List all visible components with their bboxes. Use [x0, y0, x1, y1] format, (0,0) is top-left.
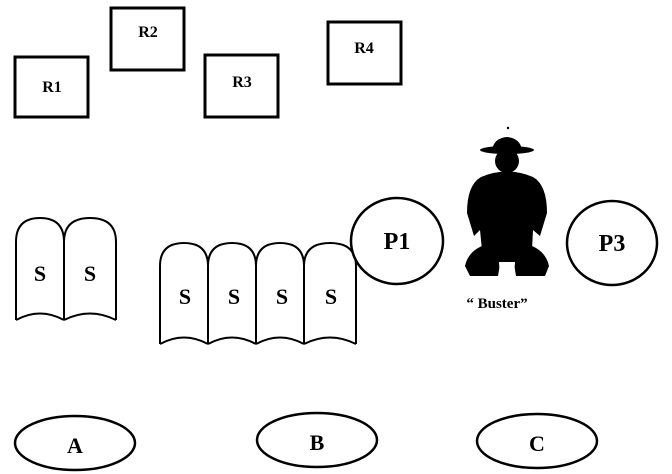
- shelf-unit: S: [159, 241, 209, 345]
- shelf-group-a: S S: [15, 216, 117, 321]
- zone-b: B: [255, 411, 379, 469]
- shelf-label: S: [34, 261, 46, 286]
- room-r4-label: R4: [354, 40, 374, 57]
- zone-a-label: A: [67, 433, 83, 458]
- shelf-label: S: [84, 261, 96, 286]
- room-r4: R4: [326, 20, 403, 86]
- room-r3: R3: [203, 53, 280, 119]
- position-p3: P3: [565, 199, 659, 287]
- room-r2-label: R2: [138, 24, 158, 41]
- shelf-label: S: [228, 284, 240, 309]
- figure-caption: “ Buster”: [466, 296, 527, 312]
- zone-c: C: [475, 412, 599, 470]
- shelf-unit: S: [207, 241, 257, 345]
- zone-c-label: C: [529, 431, 545, 456]
- position-p1: P1: [349, 196, 445, 286]
- room-r1-label: R1: [42, 79, 62, 96]
- room-r2: R2: [109, 6, 186, 72]
- shelf-unit: S: [15, 216, 65, 321]
- crouching-person-silhouette-icon: [465, 126, 549, 277]
- position-p1-label: P1: [384, 229, 411, 255]
- shelf-group-b: S S S S: [159, 241, 357, 345]
- shelf-unit: S: [303, 241, 357, 345]
- shelf-label: S: [276, 284, 288, 309]
- room-r3-label: R3: [232, 74, 252, 91]
- shelf-unit: S: [255, 241, 305, 345]
- room-r1: R1: [13, 55, 90, 119]
- shelf-unit: S: [63, 216, 117, 321]
- shelf-label: S: [179, 284, 191, 309]
- zone-a: A: [13, 414, 137, 472]
- zone-b-label: B: [310, 430, 325, 455]
- shelf-label: S: [325, 284, 337, 309]
- position-p3-label: P3: [599, 231, 626, 257]
